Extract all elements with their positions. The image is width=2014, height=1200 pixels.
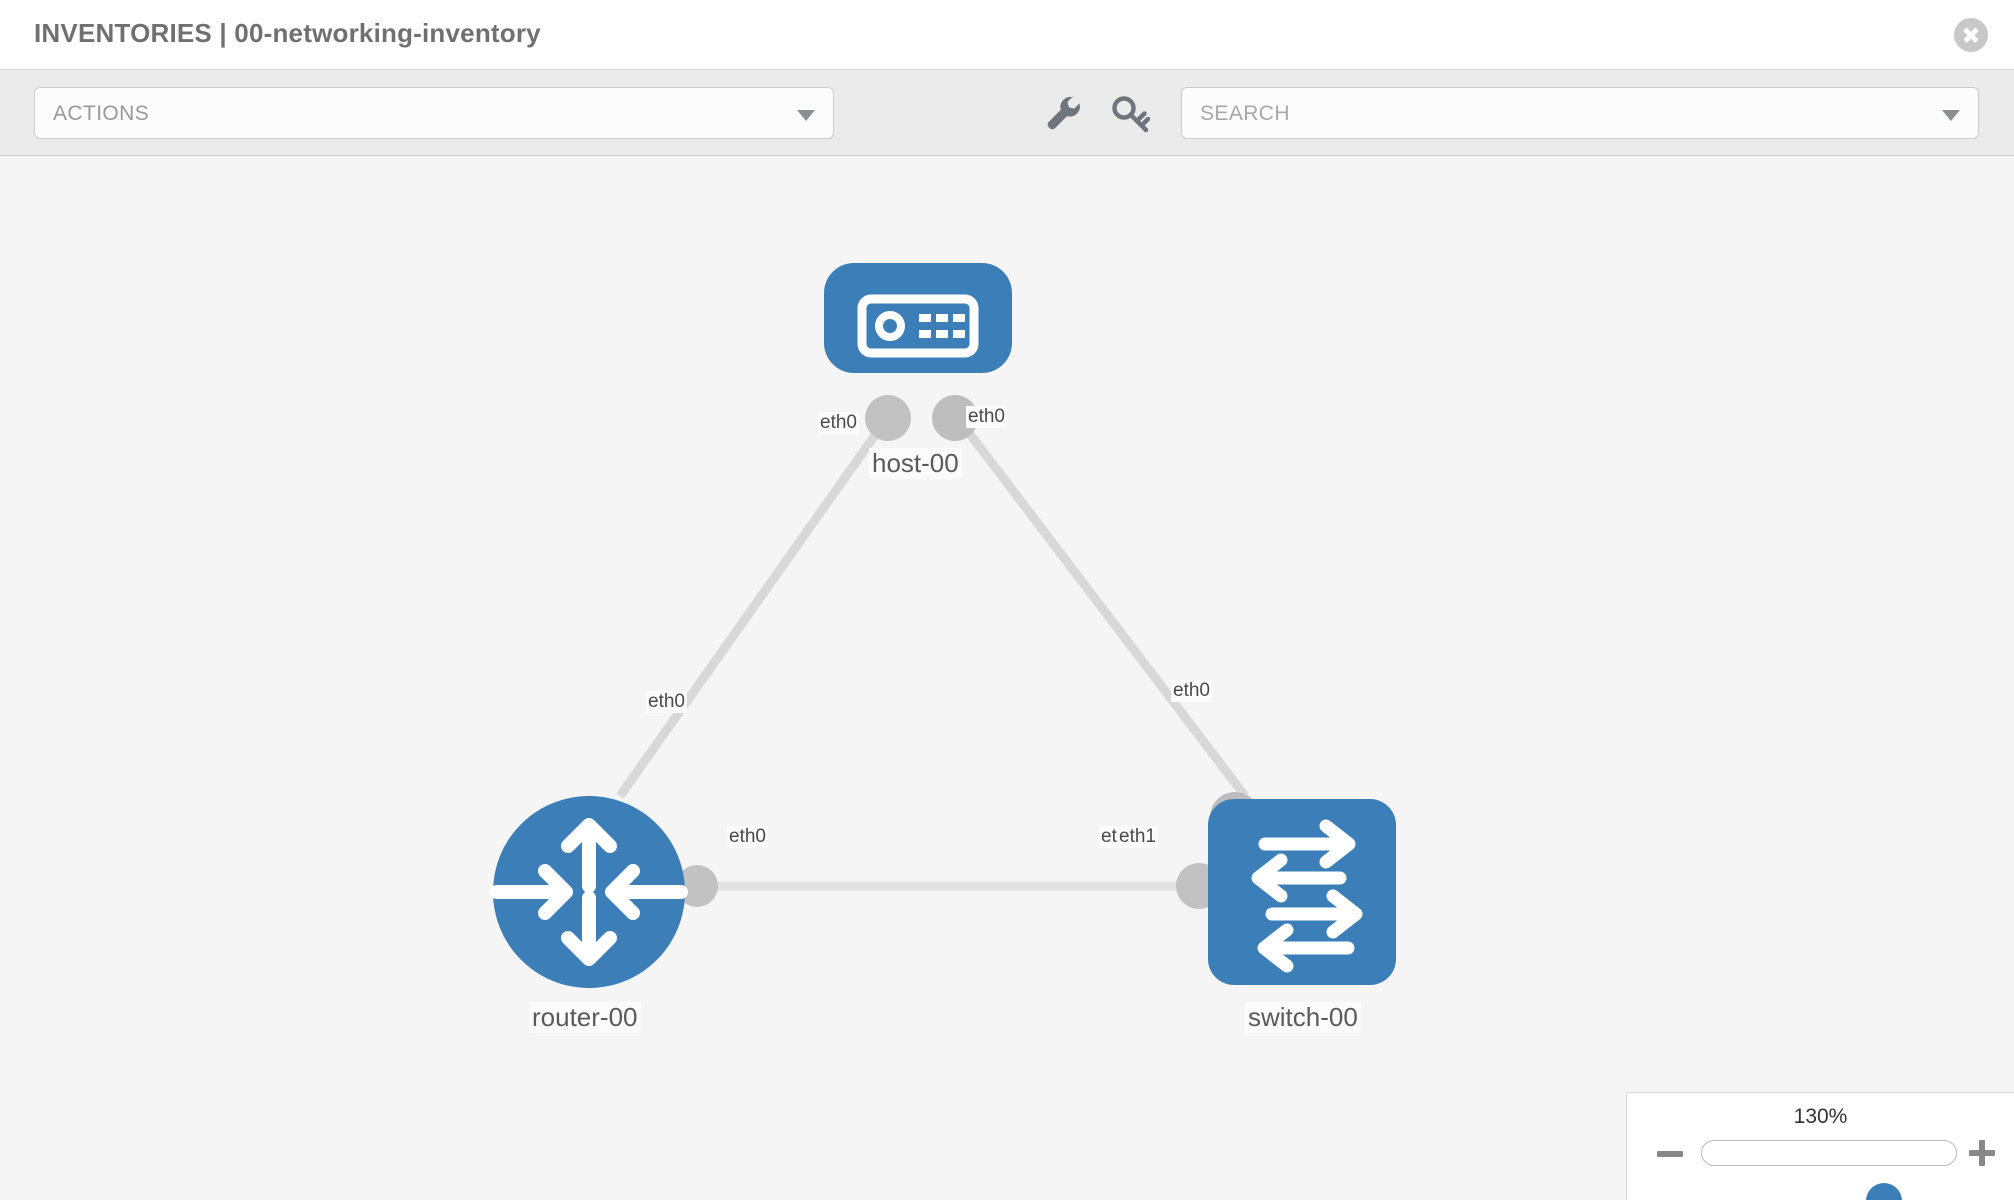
node-label-host-00: host-00 [869,448,962,479]
connector-router-right[interactable] [676,865,718,907]
node-router-00[interactable] [490,796,688,988]
zoom-slider-thumb[interactable] [1866,1183,1902,1200]
topology-links [616,418,1249,891]
topology-graph [490,263,1396,988]
chevron-down-icon [797,110,815,121]
search-input[interactable]: SEARCH [1181,87,1979,139]
page-header: INVENTORIES | 00-networking-inventory [0,0,2014,70]
node-switch-00[interactable] [1208,799,1396,985]
iface-label-router-up: eth0 [646,691,687,713]
close-icon[interactable] [1954,18,1988,52]
iface-label-router-right: eth0 [727,826,768,848]
zoom-out-button[interactable] [1657,1151,1683,1157]
chevron-down-icon[interactable] [1942,110,1960,121]
iface-label-switch-left-b: eth1 [1117,826,1158,848]
toolbar: ACTIONS SEARCH [0,70,2014,156]
zoom-control: 130% [1626,1092,2014,1200]
zoom-level-value: 130% [1793,1105,1848,1128]
search-placeholder: SEARCH [1200,102,1290,125]
actions-dropdown-label: ACTIONS [53,102,150,125]
node-host-00[interactable] [824,263,1012,373]
iface-label-switch-up: eth0 [1171,680,1212,702]
zoom-slider-track[interactable] [1701,1140,1957,1200]
node-label-router-00: router-00 [529,1002,641,1033]
key-icon[interactable] [1108,90,1154,136]
iface-label-host-left: eth0 [818,412,859,434]
topology-canvas[interactable]: eth0 eth0 eth0 eth0 eth0 eth0 eth1 host-… [0,156,2014,1200]
link-host-switch[interactable] [956,418,1249,799]
iface-label-host-right: eth0 [966,406,1007,428]
actions-dropdown[interactable]: ACTIONS [34,87,834,139]
zoom-in-button[interactable] [1968,1139,1996,1167]
node-label-switch-00: switch-00 [1245,1002,1361,1033]
link-host-router[interactable] [616,418,889,799]
connector-host-left[interactable] [865,395,911,441]
wrench-icon[interactable] [1040,90,1086,136]
page-title: INVENTORIES | 00-networking-inventory [34,18,541,48]
